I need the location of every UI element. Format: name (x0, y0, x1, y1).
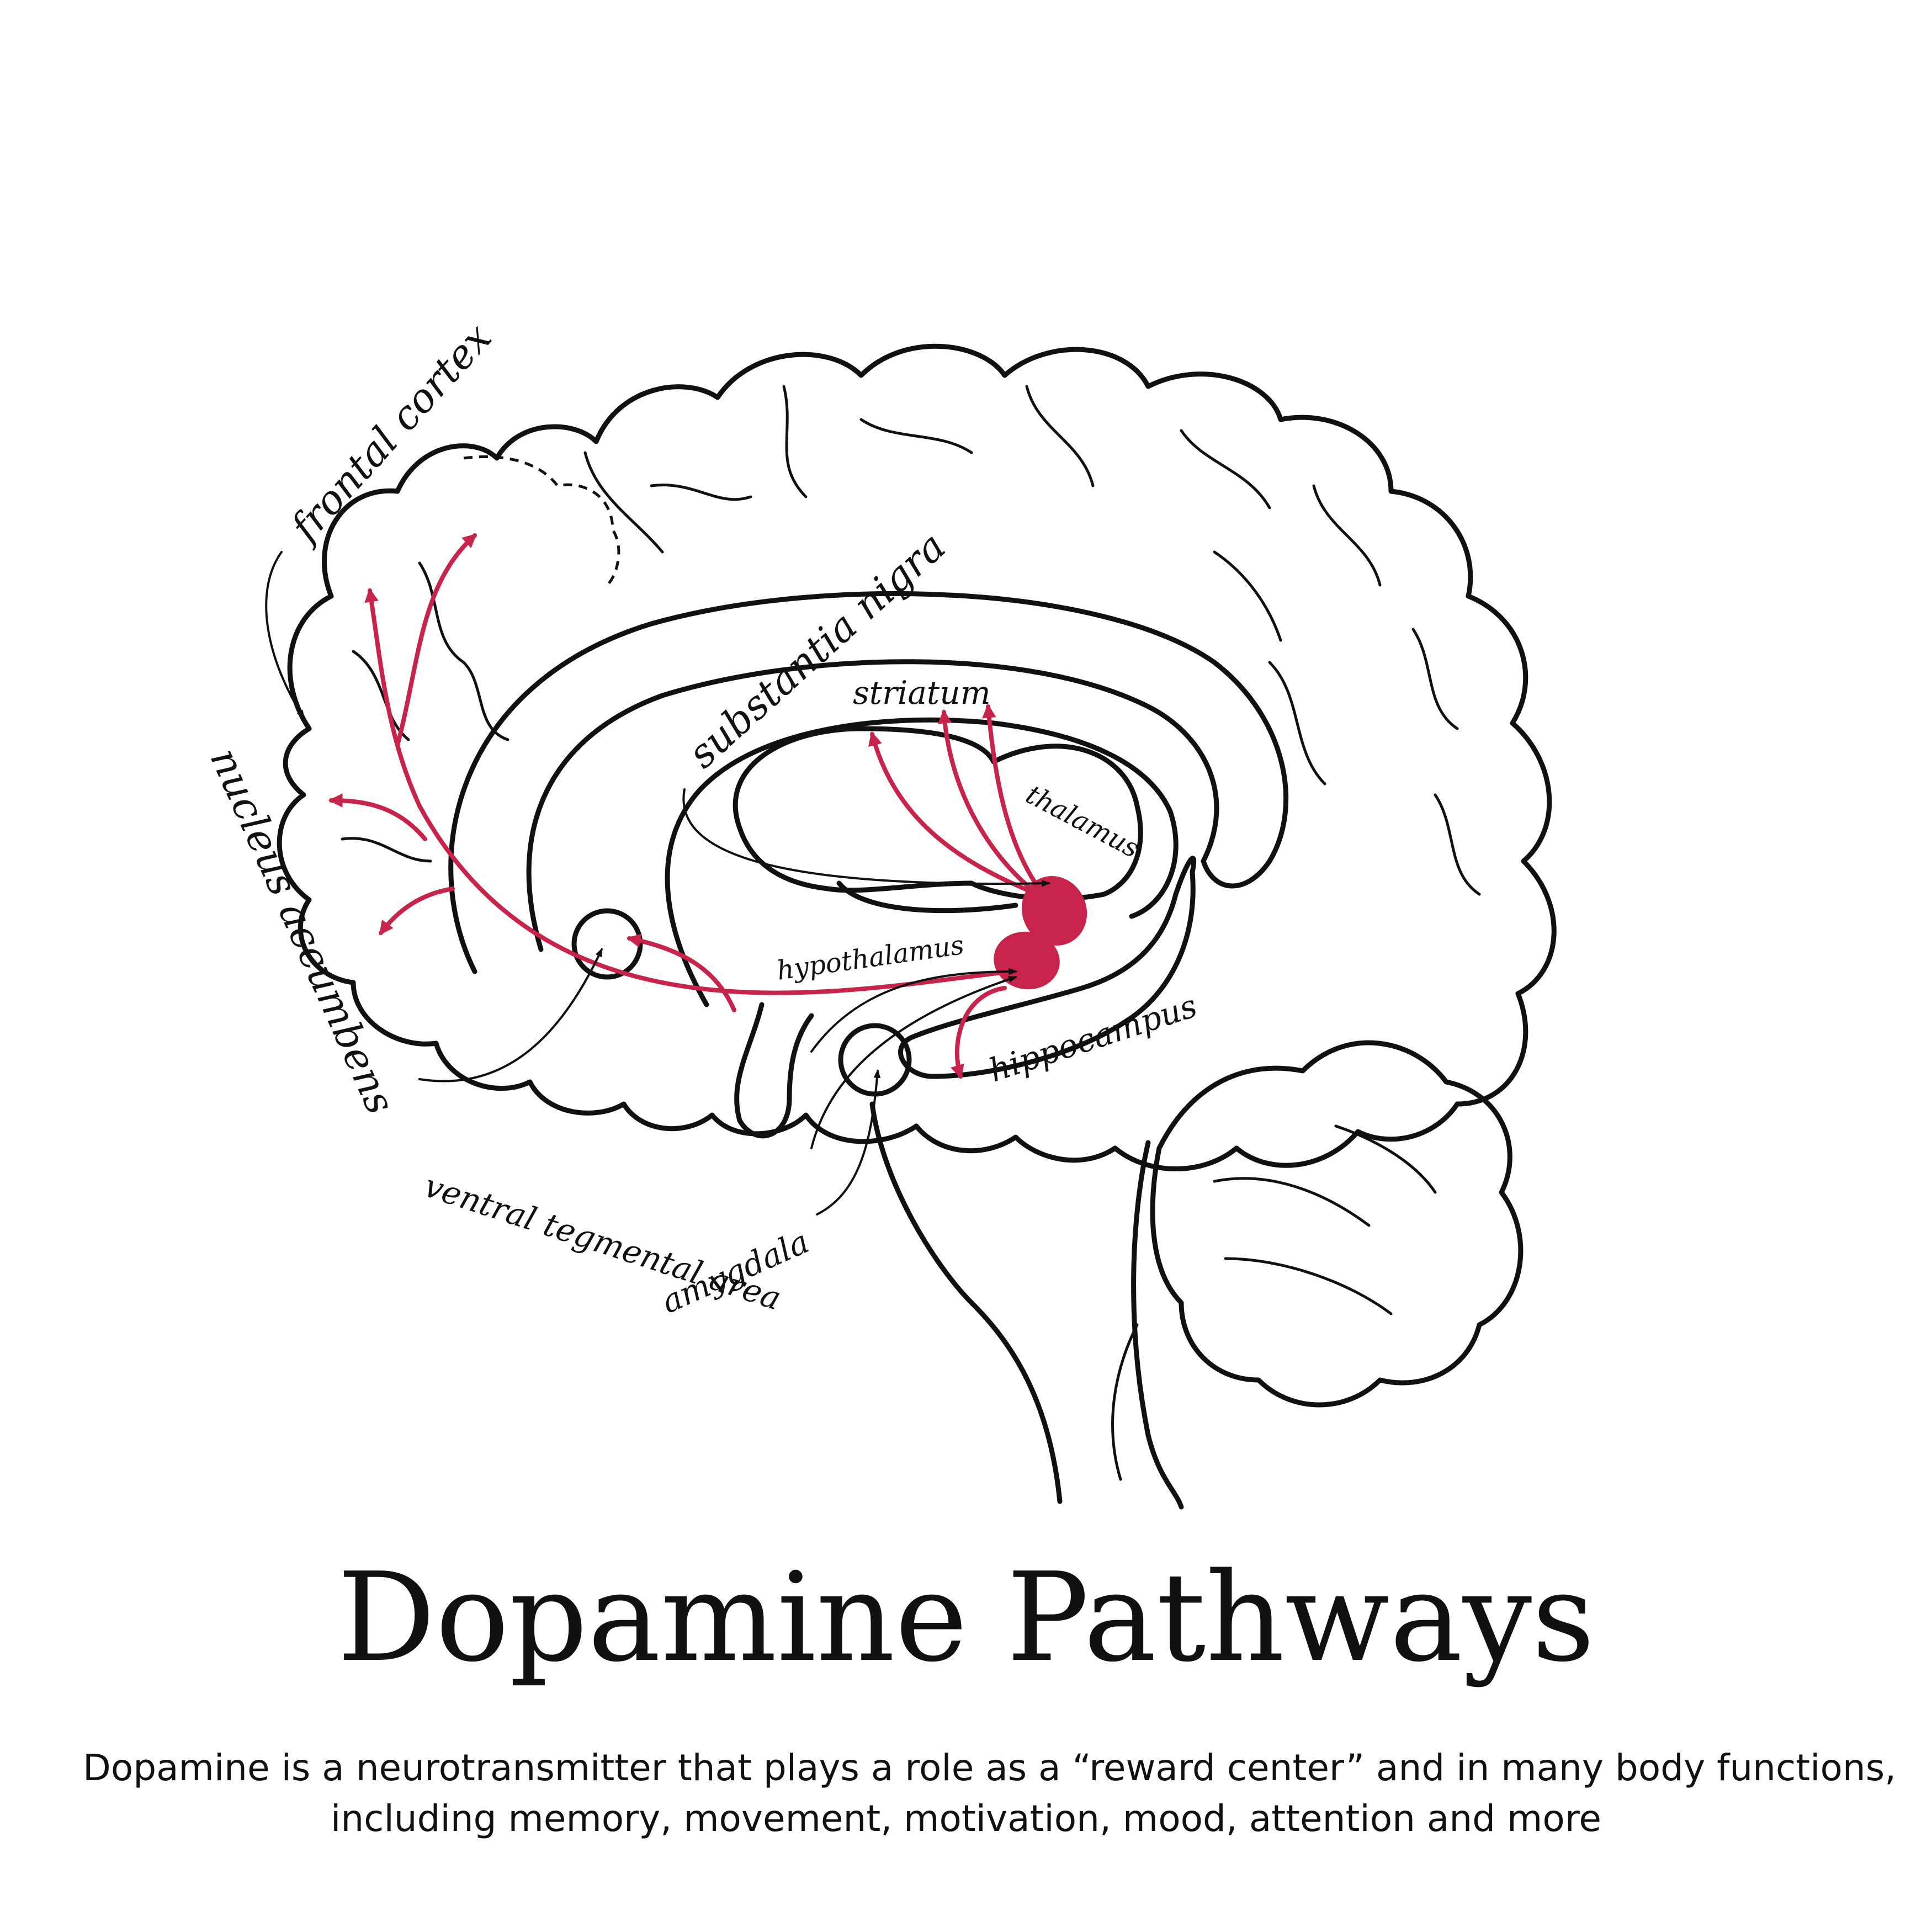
label-substantia-nigra: substantia nigra (679, 523, 954, 777)
gyrus-fold (1213, 550, 1282, 642)
leader-ventral-tegmental-area (810, 975, 1018, 1149)
cerebellum-fold (1334, 1124, 1437, 1194)
gyrus-fold (1268, 661, 1326, 785)
caption-line-1: Dopamine is a neurotransmitter that play… (83, 1747, 1897, 1789)
gyrus-fold (1411, 628, 1459, 730)
label-thalamus: thalamus (1021, 779, 1144, 864)
caption-line-2: including memory, movement, motivation, … (330, 1797, 1601, 1840)
leader-substantia-nigra (682, 788, 1051, 887)
gyrus-fold (1312, 484, 1382, 587)
pituitary (734, 1002, 814, 1139)
cerebellum-fold (1213, 1177, 1371, 1227)
pathway-nigrostriatal (937, 709, 1040, 896)
gyrus-fold (782, 385, 808, 498)
pathway-mesocortical (364, 587, 1012, 995)
label-hippocampus: hippocampus (984, 987, 1201, 1090)
pathway-hippocampus (951, 986, 1007, 1079)
leader-amygdala (816, 1069, 881, 1216)
gyrus-fold (1434, 793, 1481, 896)
cerebellum-fold (1224, 1257, 1393, 1315)
striatum-contour (836, 880, 1018, 914)
gyrus-fold (1180, 429, 1271, 509)
gyrus-fold (583, 451, 664, 554)
substantia-nigra-blob (1021, 876, 1087, 946)
label-striatum: striatum (853, 674, 991, 712)
pathway-nigrostriatal (982, 703, 1045, 896)
gyrus-fold (341, 837, 432, 863)
pathway-mesolimbic (626, 933, 736, 1012)
thalamus-lobe (733, 726, 1143, 901)
gyrus-fold (650, 484, 752, 501)
cerebrum-outline (277, 343, 1557, 1171)
gyrus-fold (1025, 385, 1095, 487)
brainstem (1131, 1140, 1184, 1510)
brainstem (869, 1101, 1063, 1504)
pathway-frontal-branch (328, 793, 427, 841)
dopamine-pathways (328, 533, 1087, 1079)
brainstem-line (1111, 1323, 1139, 1481)
frontal-cortex-boundary (463, 455, 620, 586)
leader-frontal-cortex (265, 551, 305, 719)
label-ventral-tegmental-area: ventral tegmental area (420, 1167, 786, 1318)
label-frontal-cortex: frontal cortex (280, 314, 501, 552)
pathway-frontal-branch (379, 887, 455, 936)
cerebellum (1150, 1040, 1524, 1408)
pathway-frontal-branch (395, 533, 477, 747)
corpus-callosum (448, 591, 1289, 974)
gyrus-fold (418, 561, 509, 741)
amygdala-circle (838, 1023, 912, 1097)
gyrus-fold (859, 418, 973, 454)
leader-hypothalamus (810, 968, 1018, 1053)
pathway-nigrostriatal (868, 731, 1040, 896)
page-title: Dopamine Pathways (337, 1547, 1595, 1689)
leader-nucleus-accumbens (418, 948, 603, 1082)
